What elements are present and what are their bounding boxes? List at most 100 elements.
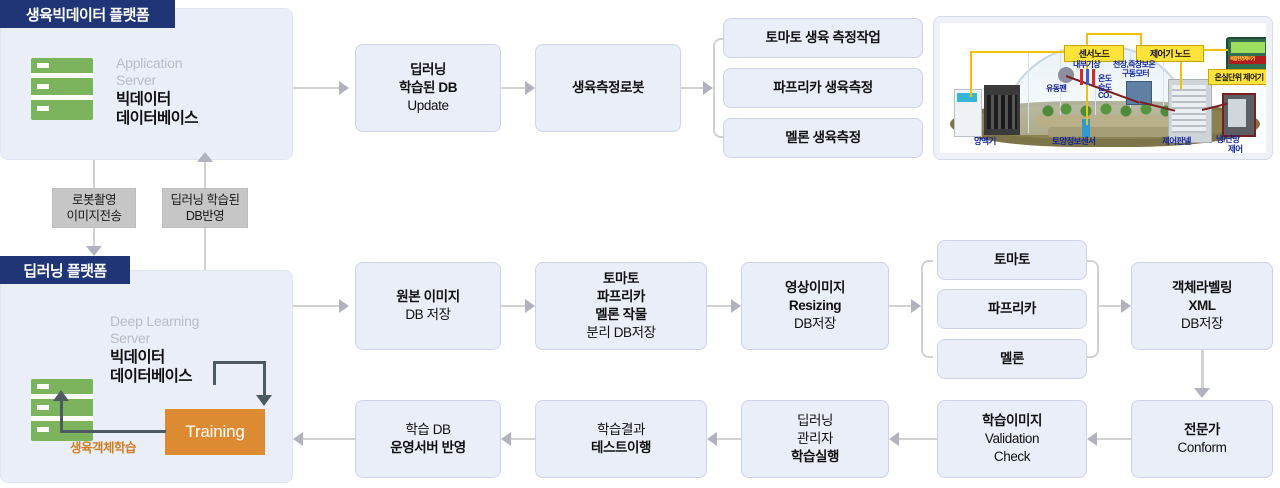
- labeling-line3: DB저장: [1181, 315, 1223, 331]
- greenhouse-wire-6: [1086, 59, 1088, 125]
- bottom-row1-b2-line2: Resizing: [788, 298, 842, 314]
- deeplearning-platform-tab-label: 딥러닝 플랫폼: [23, 262, 107, 280]
- top-flow-arrow-2-icon: [525, 81, 535, 95]
- row2-b1-line3: Check: [993, 448, 1031, 464]
- top-step1-line3: Update: [407, 97, 449, 113]
- deeplearning-server-name-line2: 데이터베이스: [110, 367, 193, 385]
- training-outflow-v: [60, 400, 63, 433]
- top-step2-line1: 생육측정로봇: [571, 80, 645, 96]
- greenhouse-wire-8: [1180, 49, 1228, 51]
- greenhouse-tag-sensor-node: 센서노드: [1064, 45, 1124, 62]
- row2-b1-line2: Validation: [984, 431, 1040, 447]
- top-step-measure-robot[interactable]: 생육측정로봇: [535, 44, 681, 132]
- crop-melon-label: 멜론: [999, 351, 1025, 367]
- bigdata-platform-tab: 생육빅데이터 플랫폼: [0, 0, 175, 28]
- bottom-row2-arrow-3-icon: [501, 432, 511, 446]
- deeplearning-server-role-line2: Server: [110, 329, 151, 346]
- bigdata-server-rack-icon: [31, 58, 93, 120]
- bigdata-server-name-line2: 데이터베이스: [116, 109, 199, 127]
- bottom-row1-arrow-0-icon: [339, 299, 349, 313]
- crop-box-tomato[interactable]: 토마토: [937, 240, 1087, 280]
- relay-line-robot-bottom: [93, 228, 95, 248]
- bigdata-server-role-line1: Application: [116, 55, 183, 71]
- relay-db-line1: 딥러닝 학습된: [170, 192, 240, 207]
- relay-robot-line1: 로봇촬영: [71, 192, 117, 207]
- greenhouse-label-humidity: 습도: [1098, 83, 1112, 92]
- crop-paprika-label: 파프리카: [987, 301, 1037, 317]
- bottom-step-training-execute[interactable]: 딥러닝 관리자 학습실행: [741, 400, 889, 478]
- relay-line-robot-top: [93, 160, 95, 188]
- row2-b3-line1: 학습결과: [596, 422, 646, 438]
- bottom-step-test-execution[interactable]: 학습결과 테스트이행: [535, 400, 707, 478]
- relay-line-db-top: [204, 162, 206, 188]
- greenhouse-label-co2: CO₂: [1098, 91, 1112, 100]
- bottom-step-validation-check[interactable]: 학습이미지 Validation Check: [937, 400, 1087, 478]
- top-branch-paprika[interactable]: 파프리카 생육측정: [723, 68, 923, 108]
- bottom-row1-b1-line4: 분리 DB저장: [586, 324, 656, 340]
- bottom-row1-b2-line1: 영상이미지: [784, 280, 846, 296]
- bigdata-server-caption: Application Server 빅데이터 데이터베이스: [116, 55, 281, 129]
- bottom-row2-arrow-4-icon: [293, 432, 303, 446]
- training-block[interactable]: Training: [165, 409, 265, 455]
- deeplearning-server-role-line1: Deep Learning: [110, 313, 200, 329]
- greenhouse-label-drive-motor: 구동모터: [1122, 69, 1150, 78]
- bottom-row1-connector-1: [501, 305, 525, 307]
- relay-label-robot-transfer: 로봇촬영 이미지전송: [52, 188, 136, 228]
- bottom-row1-connector-4: [1099, 305, 1121, 307]
- bottom-row1-arrow-1-icon: [525, 299, 535, 313]
- bottom-row1-arrow-4-icon: [1121, 299, 1131, 313]
- greenhouse-label-control: 제어: [1228, 144, 1243, 153]
- bottom-row1-connector-0: [293, 305, 339, 307]
- crop-box-paprika[interactable]: 파프리카: [937, 289, 1087, 329]
- top-flow-connector-3: [681, 87, 703, 89]
- crop-tomato-label: 토마토: [993, 252, 1031, 268]
- training-inflow-v2: [263, 361, 266, 395]
- top-flow-arrow-3-icon: [703, 81, 713, 95]
- top-branch-melon[interactable]: 멜론 생육측정: [723, 118, 923, 158]
- training-inflow-arrow-icon: [256, 395, 272, 406]
- relay-label-db-reflect: 딥러닝 학습된 DB반영: [162, 188, 248, 228]
- relay-db-arrow-icon: [197, 152, 213, 162]
- relay-db-line2: DB반영: [185, 209, 225, 223]
- greenhouse-device-caption: 복합환경제어기: [1230, 56, 1255, 61]
- top-branch-bracket: [713, 38, 725, 138]
- greenhouse-label-soil-sensor: 토양정보센서: [1052, 136, 1096, 146]
- labeling-to-expert-line: [1201, 350, 1204, 388]
- bottom-step-ops-server-apply[interactable]: 학습 DB 운영서버 반영: [355, 400, 501, 478]
- greenhouse-label-nutrient-machine: 양액기: [974, 136, 996, 146]
- training-outflow-h: [60, 430, 166, 433]
- bottom-row1-arrow-2-icon: [731, 299, 741, 313]
- training-loop-label: 생육객체학습: [70, 441, 137, 455]
- bottom-row2-connector-3: [511, 438, 535, 440]
- bottom-row2-connector-1: [899, 438, 937, 440]
- deeplearning-server-caption: Deep Learning Server 빅데이터 데이터베이스: [110, 313, 285, 387]
- bottom-step-crop-separation-db[interactable]: 토마토 파프리카 멜론 작물 분리 DB저장: [535, 262, 707, 350]
- crop-fanout-bracket: [921, 260, 933, 358]
- bottom-step-object-labeling-xml[interactable]: 객체라벨링 XML DB저장: [1131, 262, 1273, 350]
- row2-b2-line1: 딥러닝: [796, 413, 834, 429]
- greenhouse-wire-5: [1140, 33, 1142, 47]
- relay-robot-arrow-icon: [86, 246, 102, 256]
- top-flow-arrow-1-icon: [339, 81, 349, 95]
- bottom-row1-b2-line3: DB저장: [794, 315, 836, 331]
- bigdata-server-name-line1: 빅데이터: [116, 91, 171, 109]
- bottom-step-original-image-db[interactable]: 원본 이미지 DB 저장: [355, 262, 501, 350]
- greenhouse-illustration: 복합환경제어기 센서노드 제어기 노드 온실단위 제어기 내부기상 천장,즉창보…: [940, 23, 1266, 153]
- greenhouse-tag-greenhouse-controller: 온실단위 제어기: [1208, 69, 1266, 85]
- greenhouse-tag-controller-node: 제어기 노드: [1136, 45, 1204, 62]
- top-flow-connector-2: [501, 87, 525, 89]
- greenhouse-label-control-panel: 제어판넬: [1162, 136, 1191, 146]
- bottom-row2-connector-4: [303, 438, 355, 440]
- top-branch-tomato[interactable]: 토마토 생육 측정작업: [723, 18, 923, 58]
- top-step1-line1: 딥러닝: [409, 62, 447, 78]
- bottom-row1-b1-line2: 파프리카: [596, 289, 646, 305]
- bottom-step-resizing-db[interactable]: 영상이미지 Resizing DB저장: [741, 262, 889, 350]
- greenhouse-illustration-card: 복합환경제어기 센서노드 제어기 노드 온실단위 제어기 내부기상 천장,즉창보…: [933, 16, 1273, 160]
- greenhouse-label-roof-insulation: 천장,즉창보온: [1113, 60, 1156, 69]
- bottom-row1-b0-line2: DB 저장: [405, 307, 451, 322]
- greenhouse-wire-3: [1086, 33, 1088, 51]
- greenhouse-wire-1: [970, 51, 1110, 53]
- bottom-step-expert-conform[interactable]: 전문가 Conform: [1131, 400, 1273, 478]
- crop-box-melon[interactable]: 멜론: [937, 339, 1087, 379]
- top-step-db-update[interactable]: 딥러닝 학습된 DB Update: [355, 44, 501, 132]
